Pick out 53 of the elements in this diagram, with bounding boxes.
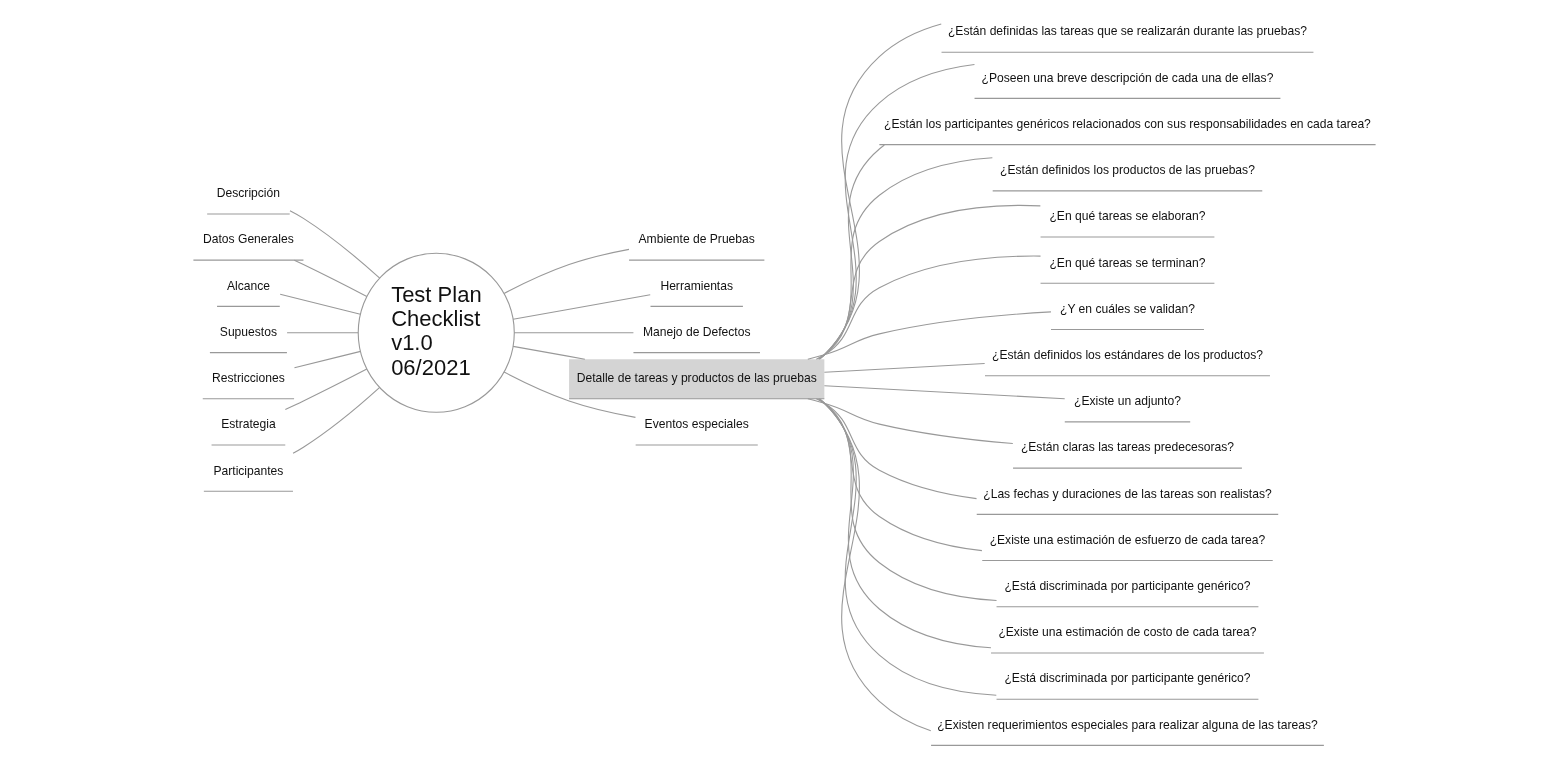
connector — [512, 345, 585, 360]
node-text: Descripción — [216, 186, 280, 201]
node-text: ¿Está discriminada por participante genérico? — [1003, 579, 1250, 594]
connector — [292, 386, 380, 454]
node-text: ¿Existen requerimientos especiales para realizar alguna de las tareas? — [936, 717, 1318, 732]
connector — [806, 311, 1051, 360]
connector — [815, 398, 977, 500]
connector — [817, 204, 1041, 360]
node-text: ¿Están claras las tareas predecesoras? — [1020, 440, 1234, 455]
node-text: Estrategia — [220, 417, 276, 432]
connector — [286, 332, 359, 334]
node-text: Eventos especiales — [644, 417, 749, 432]
node-text: ¿Están definidos los estándares de los productos? — [991, 347, 1263, 362]
node-text: Herramientas — [659, 278, 733, 293]
connector — [818, 398, 997, 696]
node-text: ¿En qué tareas se elaboran? — [1048, 209, 1205, 224]
node-text: ¿Están definidas las tareas que se realizarán durante las pruebas? — [947, 24, 1307, 39]
node-text: ¿Existe una estimación de esfuerzo de cada tarea? — [989, 532, 1265, 547]
node-text: ¿Las fechas y duraciones de las tareas son realistas? — [982, 486, 1272, 501]
connector — [512, 294, 651, 320]
connector — [284, 368, 367, 411]
connector — [279, 293, 361, 315]
node-text: ¿Existe una estimación de costo de cada tarea? — [997, 625, 1257, 640]
connector — [293, 350, 361, 369]
connector — [815, 255, 1041, 360]
node-circle: Test Plan Checklist v1.0 06/2021 — [357, 252, 515, 413]
connector — [823, 362, 985, 373]
connector — [806, 398, 1013, 445]
node-text: ¿Está discriminada por participante genérico? — [1003, 671, 1250, 686]
node-text: Manejo de Defectos — [642, 324, 750, 339]
node-text: Supuestos — [219, 324, 277, 339]
connector — [818, 398, 991, 649]
node-text: ¿Poseen una breve descripción de cada una de ellas? — [981, 70, 1273, 85]
connector — [818, 398, 931, 732]
connector — [513, 332, 634, 334]
node-text: Restricciones — [211, 371, 285, 386]
connector — [288, 210, 380, 279]
node-text: Ambiente de Pruebas — [638, 232, 755, 247]
node-text: ¿Están definidos los productos de las pruebas? — [999, 163, 1255, 178]
connector — [503, 371, 636, 418]
connector — [503, 248, 630, 295]
node-text: Participantes — [212, 463, 283, 478]
node-text: ¿Están los participantes genéricos relacionados con sus responsabilidades en cada tarea? — [883, 116, 1371, 131]
node-text: Datos Generales — [202, 232, 294, 247]
node-text: ¿Y en cuáles se validan? — [1059, 301, 1195, 316]
node-text: ¿En qué tareas se terminan? — [1048, 255, 1205, 270]
connector — [818, 398, 997, 602]
connector — [817, 398, 982, 552]
connector — [818, 157, 993, 360]
connector — [823, 385, 1065, 400]
node-text: Alcance — [226, 278, 270, 293]
connector — [293, 259, 367, 298]
node-text: ¿Existe un adjunto? — [1073, 394, 1181, 409]
